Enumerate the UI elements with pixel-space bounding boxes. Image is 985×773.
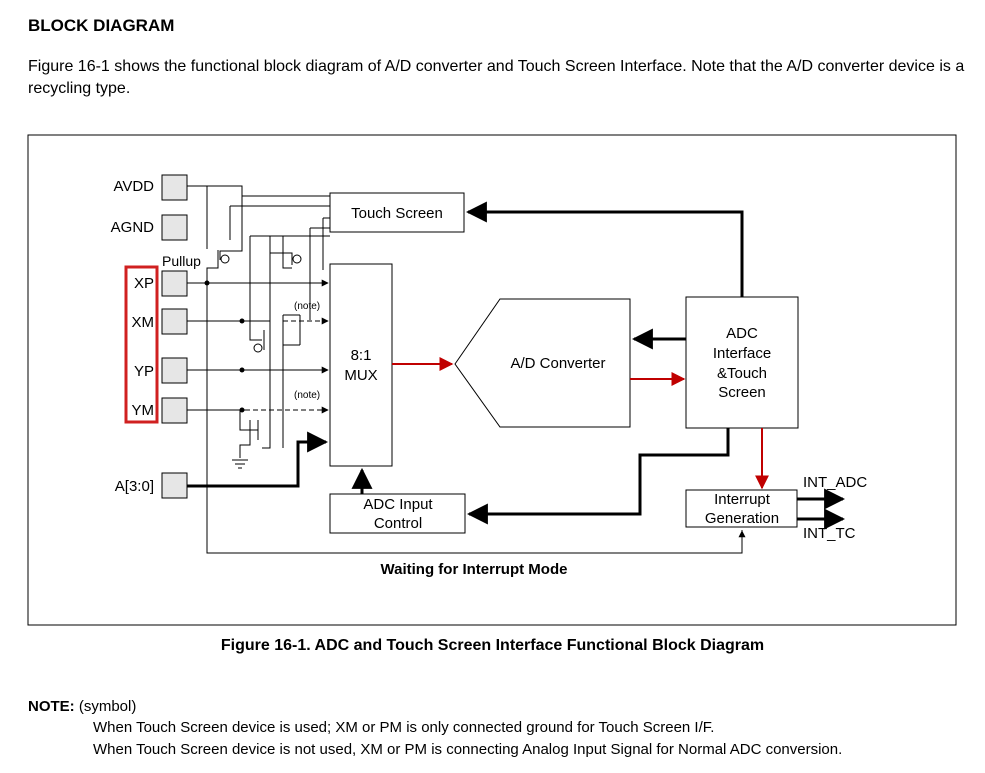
interrupt-generation-block xyxy=(685,489,798,528)
pin-label-yp: YP xyxy=(134,363,154,380)
pin-label-xp: XP xyxy=(134,275,154,292)
pin-yp: YP xyxy=(134,357,188,384)
note-line-1: When Touch Screen device is used; XM or … xyxy=(93,719,715,736)
touch-screen-label: Touch Screen xyxy=(351,205,443,222)
pin-pad-yp xyxy=(161,357,188,384)
pin-xp: XP xyxy=(134,270,188,297)
address-bus xyxy=(187,431,329,488)
pin-label-ym: YM xyxy=(132,402,155,419)
pullup-label: Pullup xyxy=(162,253,201,269)
diagram-frame xyxy=(27,134,957,626)
block-diagram: AVDD AGND XP XM YP YM A[3:0] Pullup xyxy=(27,134,957,626)
pin-pad-a30 xyxy=(161,472,188,499)
pin-pad-avdd xyxy=(161,174,188,201)
pin-pad-ym xyxy=(161,397,188,424)
interrupt-generation-label-1: Interrupt xyxy=(714,491,771,508)
wait-mode-label: Waiting for Interrupt Mode xyxy=(381,561,568,578)
pin-label-agnd: AGND xyxy=(111,219,155,236)
adc-interface-label-3: &Touch xyxy=(717,365,767,382)
interrupt-generation-label-2: Generation xyxy=(705,510,779,527)
interface-to-touchscreen-arrow xyxy=(465,201,744,297)
adc-interface-label-2: Interface xyxy=(713,345,771,362)
adc-input-control-label-2: Control xyxy=(374,515,422,532)
pin-pad-xm xyxy=(161,308,188,335)
int-adc-label: INT_ADC xyxy=(803,474,867,491)
pin-pad-xp xyxy=(161,270,188,297)
figure-caption: Figure 16-1. ADC and Touch Screen Interf… xyxy=(220,637,765,654)
pin-label-xm: XM xyxy=(132,314,155,331)
note-heading: NOTE: (symbol) xyxy=(28,698,136,715)
pin-highlight-box xyxy=(124,265,159,424)
mux-label-name: MUX xyxy=(344,367,377,384)
note-symbol: (symbol) xyxy=(74,698,137,715)
adc-input-control-block xyxy=(329,493,466,534)
note-mark-xm: (note) xyxy=(294,301,320,312)
adc-interface-label-1: ADC xyxy=(726,325,758,342)
pin-avdd: AVDD xyxy=(113,174,188,201)
pin-ym: YM xyxy=(132,397,188,424)
adc-interface-block xyxy=(685,296,799,429)
ad-converter-block xyxy=(454,298,631,428)
pin-agnd: AGND xyxy=(111,214,188,241)
touch-screen-block xyxy=(329,192,465,233)
junction-dots xyxy=(204,280,245,413)
pin-signal-lines xyxy=(187,279,329,414)
note-label: NOTE: xyxy=(28,698,75,715)
pin-xm: XM xyxy=(132,308,188,335)
adc-interface-label-4: Screen xyxy=(718,384,766,401)
adc-input-control-label-1: ADC Input xyxy=(363,496,433,513)
pin-a30: A[3:0] xyxy=(115,472,188,499)
intro-paragraph: Figure 16-1 shows the functional block d… xyxy=(28,58,965,97)
pin-pad-agnd xyxy=(161,214,188,241)
note-mark-ym: (note) xyxy=(294,390,320,401)
mux-block xyxy=(329,263,393,467)
pin-label-a30: A[3:0] xyxy=(115,478,154,495)
note-line-2: When Touch Screen device is not used, XM… xyxy=(93,741,843,758)
section-heading: BLOCK DIAGRAM xyxy=(28,16,175,35)
ad-converter-label: A/D Converter xyxy=(510,355,605,372)
mux-label-ratio: 8:1 xyxy=(351,347,372,364)
int-tc-label: INT_TC xyxy=(803,525,856,542)
interface-to-control-arrow xyxy=(466,428,730,525)
pin-label-avdd: AVDD xyxy=(113,178,154,195)
